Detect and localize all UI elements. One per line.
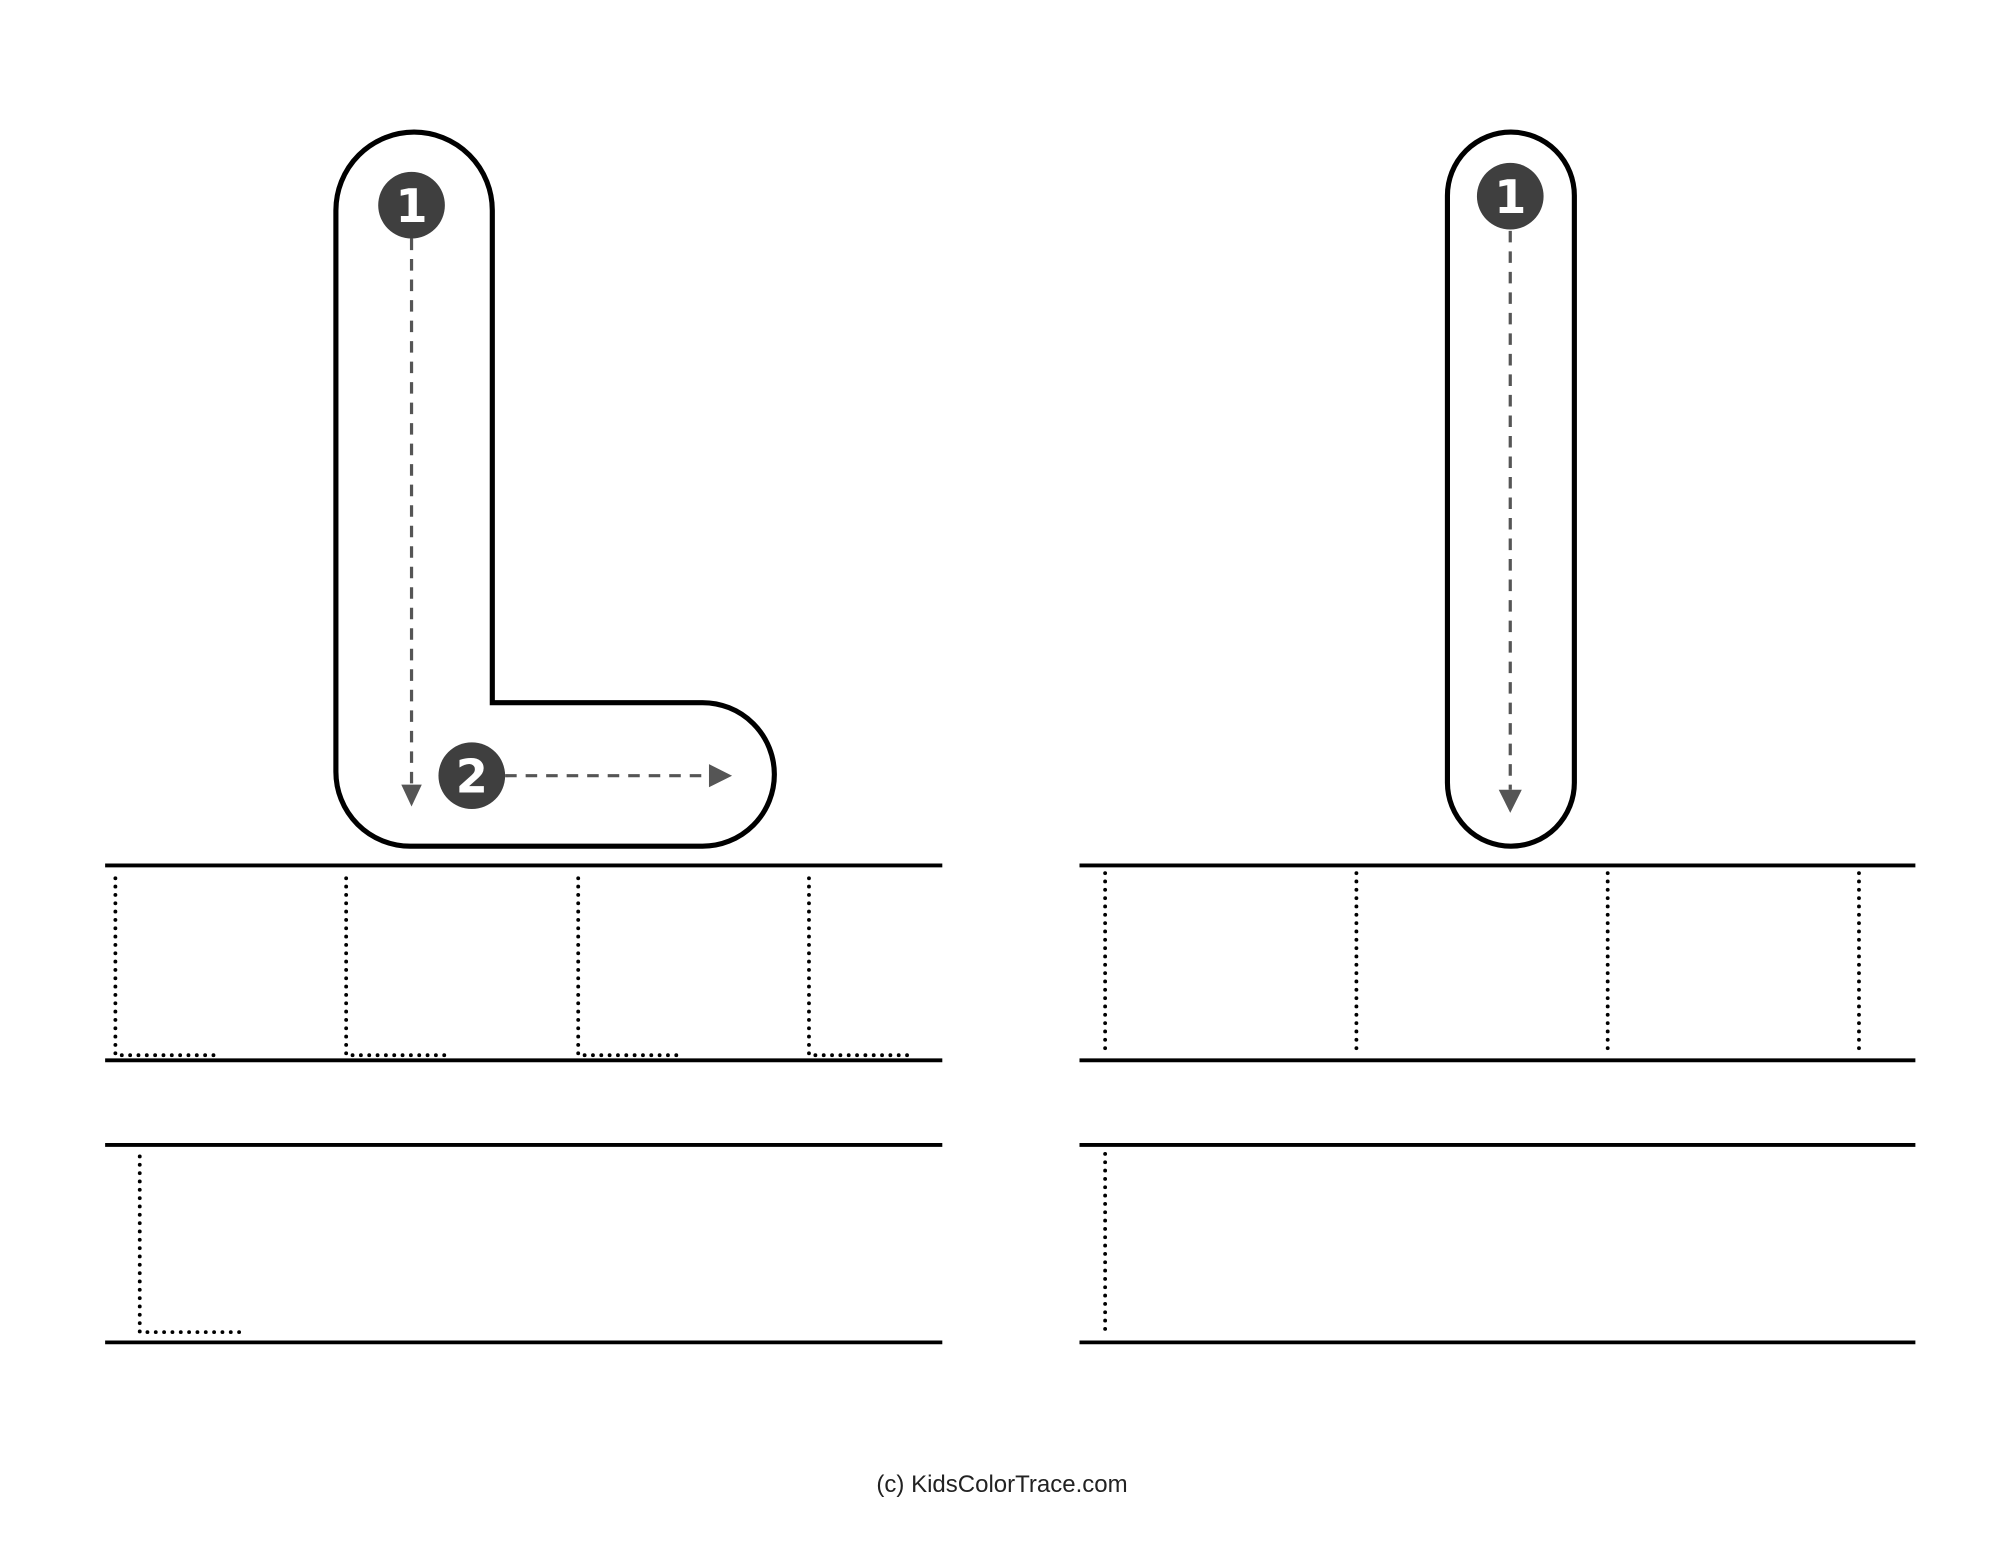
svg-text:1: 1 xyxy=(395,179,427,233)
arrow-down-icon xyxy=(1498,789,1522,813)
step-1-badge: 1 xyxy=(1476,162,1544,230)
svg-text:1: 1 xyxy=(1494,170,1526,224)
trace-uppercase-l xyxy=(113,876,218,1058)
copyright-footer: (c) KidsColorTrace.com xyxy=(876,1471,1128,1498)
trace-uppercase-l xyxy=(807,876,911,1058)
uppercase-l-outline xyxy=(333,129,777,849)
arrow-down-icon xyxy=(401,784,422,807)
step-2-badge: 2 xyxy=(438,742,506,810)
step-1-badge: 1 xyxy=(378,171,445,239)
writing-lines xyxy=(105,863,1916,1345)
arrow-right-icon xyxy=(708,764,733,788)
trace-uppercase-l xyxy=(576,876,681,1058)
trace-uppercase-l xyxy=(344,876,449,1058)
trace-uppercase-l xyxy=(137,1154,242,1335)
svg-text:2: 2 xyxy=(456,749,488,803)
lowercase-l-outline xyxy=(1444,129,1577,849)
